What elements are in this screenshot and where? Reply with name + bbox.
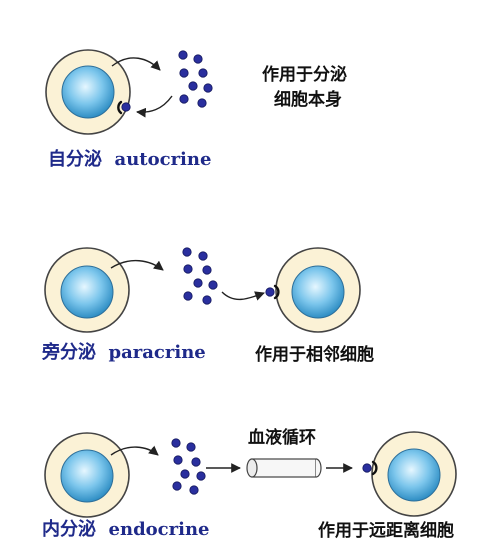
autocrine-secreting-cell	[45, 49, 131, 135]
autocrine-description-line1: 作用于分泌	[262, 64, 347, 85]
autocrine-panel: 自分泌 autocrine 作用于分泌 细胞本身	[45, 49, 347, 170]
endocrine-bound-molecule	[362, 463, 372, 473]
endocrine-receptor	[371, 460, 378, 476]
endocrine-panel: 血液循环 内分泌 endocrine 作用于远距离细胞	[42, 427, 457, 541]
autocrine-return-arrow	[136, 95, 173, 118]
endocrine-label: 内分泌 endocrine	[42, 518, 209, 540]
autocrine-label: 自分泌 autocrine	[48, 148, 211, 170]
endocrine-secretion-arrow	[110, 445, 159, 456]
endocrine-target-cell	[371, 431, 457, 517]
paracrine-label: 旁分泌 paracrine	[41, 341, 206, 363]
blood-vessel-tube	[246, 458, 322, 478]
paracrine-receptor	[273, 284, 280, 300]
endocrine-signal-molecules	[171, 438, 206, 495]
autocrine-bound-molecule	[121, 102, 131, 112]
autocrine-description-line2: 细胞本身	[274, 89, 342, 110]
paracrine-secretion-arrow	[110, 260, 164, 271]
autocrine-secretion-arrow	[111, 57, 161, 71]
paracrine-target-cell	[275, 247, 361, 333]
paracrine-secreting-cell	[44, 247, 130, 333]
paracrine-description: 作用于相邻细胞	[255, 344, 374, 365]
endocrine-secreting-cell	[44, 432, 130, 518]
paracrine-diffusion-arrow	[221, 291, 265, 301]
endocrine-description: 作用于远距离细胞	[318, 520, 454, 541]
paracrine-signal-molecules	[182, 247, 218, 305]
autocrine-receptor	[117, 100, 123, 115]
paracrine-panel: 旁分泌 paracrine 作用于相邻细胞	[41, 247, 374, 365]
autocrine-signal-molecules	[178, 50, 213, 108]
endocrine-vessel-label: 血液循环	[248, 427, 316, 448]
paracrine-bound-molecule	[265, 287, 275, 297]
